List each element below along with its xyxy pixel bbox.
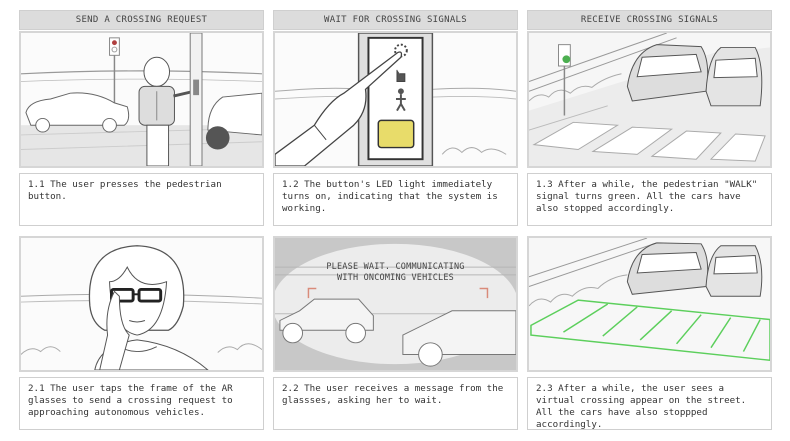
ar-message-line-1: PLEASE WAIT. COMMUNICATING [326,262,465,272]
pedestrian-button-scene-icon [21,33,262,166]
panel-2-2-illustration: PLEASE WAIT. COMMUNICATING WITH ONCOMING… [273,236,518,372]
panel-2-2-caption: 2.2 The user receives a message from the… [273,377,518,430]
header-send-request: SEND A CROSSING REQUEST [19,10,264,30]
panel-2-1-illustration [19,236,264,372]
panel-2-3-caption: 2.3 After a while, the user sees a virtu… [527,377,772,430]
woman-ar-glasses-scene-icon [21,238,262,370]
header-receive-signals: RECEIVE CROSSING SIGNALS [527,10,772,30]
panel-1-2-caption: 1.2 The button's LED light immediately t… [273,173,518,226]
panel-2-3-illustration [527,236,772,372]
panel-1-3-illustration [527,31,772,168]
panel-1-2-illustration [273,31,518,168]
panel-2-1-caption: 2.1 The user taps the frame of the AR gl… [19,377,264,430]
panel-1-1-illustration [19,31,264,168]
ar-message-line-2: WITH ONCOMING VEHICLES [337,273,454,283]
header-wait-signals: WAIT FOR CROSSING SIGNALS [273,10,518,30]
panel-1-1-caption: 1.1 The user presses the pedestrian butt… [19,173,264,226]
ar-wait-message: PLEASE WAIT. COMMUNICATING WITH ONCOMING… [275,262,516,284]
green-signal-scene-icon [529,33,770,166]
panel-1-3-caption: 1.3 After a while, the pedestrian "WALK"… [527,173,772,226]
button-led-scene-icon [275,33,516,166]
ar-view-scene-icon [275,238,516,370]
virtual-crossing-scene-icon [529,238,770,370]
